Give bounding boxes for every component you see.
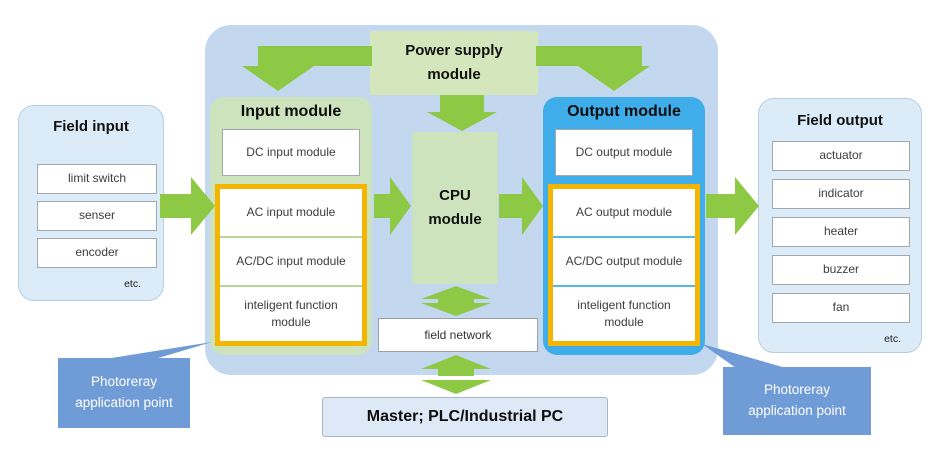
field-network-box: field network <box>378 318 538 352</box>
acdc-input-module-box: AC/DC input module <box>236 254 346 269</box>
field-input-etc-label: etc. <box>124 278 141 290</box>
photoreray-callout-right: Photoreray application point <box>723 367 871 435</box>
input-module-title: Input module <box>240 103 342 120</box>
field-output-item-buzzer: buzzer <box>772 255 910 285</box>
output-divider <box>553 285 695 287</box>
callout-left-line2: application point <box>75 395 173 410</box>
field-input-item-limit-switch: limit switch <box>37 164 157 194</box>
cpu-label-line2: module <box>428 211 482 228</box>
ac-input-module-box: AC input module <box>246 205 336 220</box>
field-output-item-heater: heater <box>772 217 910 247</box>
field-output-etc-label: etc. <box>884 333 901 345</box>
intelligent-function-output-box: inteligent function module <box>577 298 671 329</box>
input-highlight-group: AC input module AC/DC input module intel… <box>215 184 367 346</box>
cpu-label-line1: CPU <box>439 187 471 204</box>
field-input-box: Field input limit switch senser encoder … <box>18 105 164 301</box>
callout-right-line1: Photoreray <box>763 382 831 398</box>
dc-output-module-box: DC output module <box>555 129 693 176</box>
acdc-output-module-box: AC/DC output module <box>565 254 683 269</box>
cpu-module-box: CPU module <box>412 132 498 284</box>
power-supply-label-line2: module <box>427 66 481 83</box>
dc-input-module-box: DC input module <box>222 129 360 176</box>
field-output-box: Field output actuator indicator heater b… <box>758 98 922 353</box>
output-highlight-group: AC output module AC/DC output module int… <box>548 184 700 346</box>
input-module-panel: Input module DC input module AC input mo… <box>210 97 372 355</box>
intelligent-function-input-box: inteligent function module <box>244 298 338 329</box>
output-module-title: Output module <box>567 103 681 120</box>
output-divider <box>553 236 695 238</box>
callout-left-line1: Photoreray <box>90 374 158 390</box>
callout-left-pointer <box>105 342 212 359</box>
field-output-item-actuator: actuator <box>772 141 910 171</box>
field-output-item-indicator: indicator <box>772 179 910 209</box>
input-divider <box>220 236 362 238</box>
ac-output-module-box: AC output module <box>575 205 673 220</box>
output-module-panel: Output module DC output module AC output… <box>543 97 705 355</box>
field-input-item-encoder: encoder <box>37 238 157 268</box>
field-output-item-fan: fan <box>772 293 910 323</box>
field-input-item-senser: senser <box>37 201 157 231</box>
photoreray-callout-left: Photoreray application point <box>58 358 190 428</box>
callout-right-line2: application point <box>748 403 846 418</box>
field-output-title: Field output <box>797 112 883 129</box>
power-supply-module-box: Power supply module <box>370 31 538 95</box>
power-supply-label-line1: Power supply <box>405 42 503 59</box>
master-plc-box: Master; PLC/Industrial PC <box>322 397 608 437</box>
field-input-title: Field input <box>53 118 129 135</box>
input-divider <box>220 285 362 287</box>
